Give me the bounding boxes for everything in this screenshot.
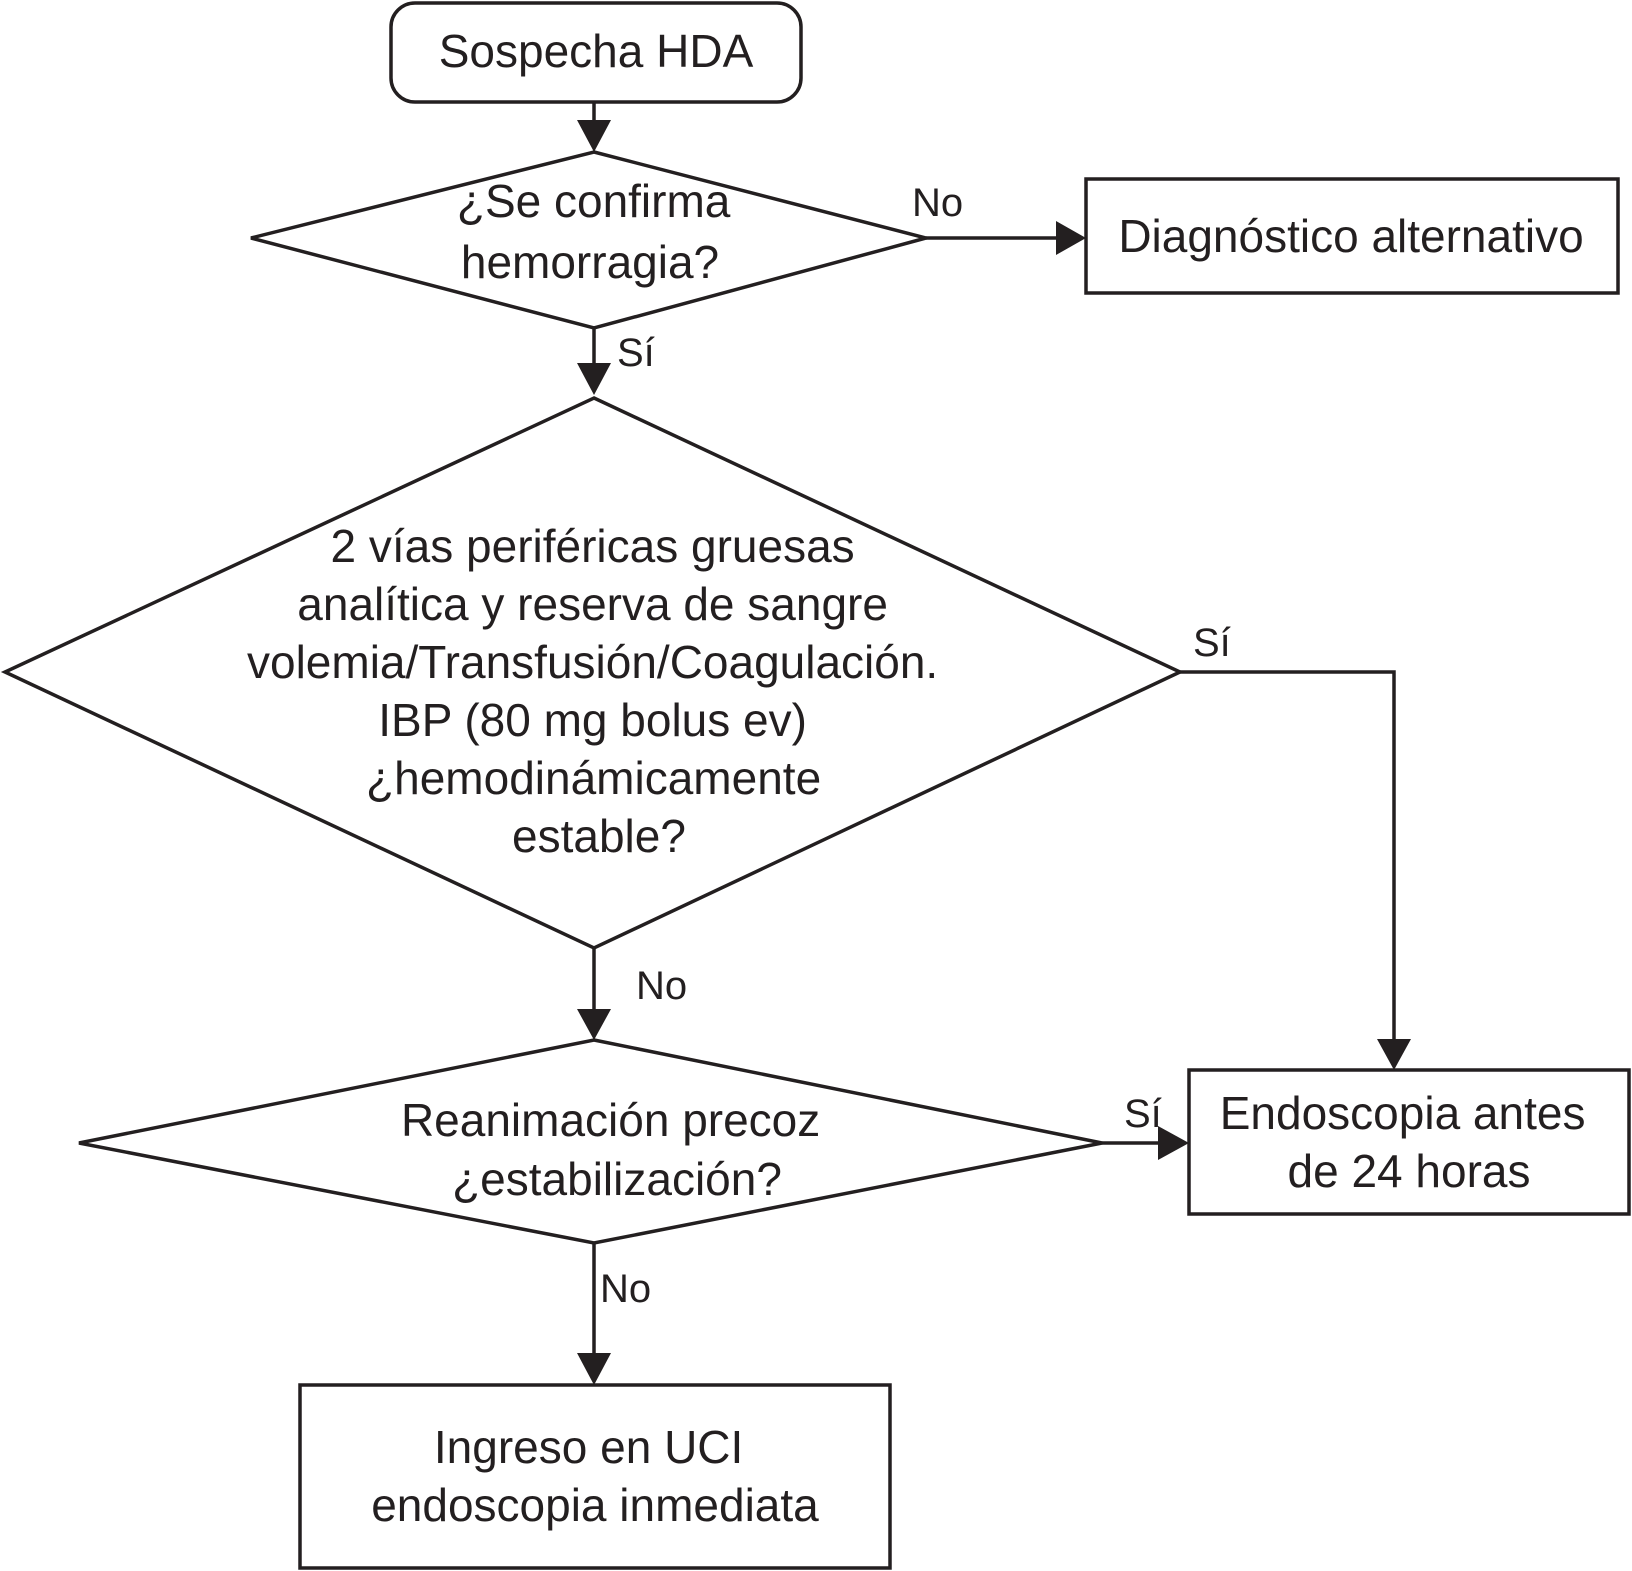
confirm-question: ¿Se confirma hemorragia? — [457, 175, 743, 288]
endoscopy-24h-label: Endoscopia antes de 24 horas — [1220, 1087, 1599, 1197]
resuscitation-yes-label: Sí — [1124, 1092, 1162, 1136]
stable-question-line: analítica y reserva de sangre — [297, 578, 888, 630]
start-label: Sospecha HDA — [439, 25, 754, 77]
arrowhead-stable-to-resuscitation — [577, 1009, 611, 1040]
arrowhead-confirm-to-alternative — [1056, 221, 1086, 255]
stable-question-line: volemia/Transfusión/Coagulación. — [247, 636, 938, 688]
confirm-question-line: ¿Se confirma — [457, 175, 731, 227]
confirm-yes-label: Sí — [617, 331, 655, 375]
icu-label: Ingreso en UCI endoscopia inmediata — [371, 1421, 819, 1531]
stable-question-line: estable? — [512, 810, 686, 862]
start-node — [389, 1, 803, 104]
icu-line: endoscopia inmediata — [371, 1479, 819, 1531]
start-label-line: Sospecha HDA — [439, 25, 754, 77]
resuscitation-question-line: Reanimación precoz — [401, 1094, 820, 1146]
stable-question-line: ¿hemodinámicamente — [366, 752, 821, 804]
endoscopy-24h-line: de 24 horas — [1288, 1145, 1531, 1197]
icu-box — [298, 1383, 892, 1570]
arrowhead-stable-to-endoscopy — [1377, 1039, 1411, 1070]
resuscitation-question: Reanimación precoz ¿estabilización? — [401, 1094, 833, 1205]
stable-question: 2 vías periféricas gruesas analítica y r… — [247, 520, 951, 862]
confirm-question-line: hemorragia? — [461, 236, 719, 288]
stable-question-line: 2 vías periféricas gruesas — [331, 520, 855, 572]
alternative-diagnosis-line: Diagnóstico alternativo — [1118, 210, 1583, 262]
icu-line: Ingreso en UCI — [434, 1421, 743, 1473]
stable-no-label: No — [636, 964, 687, 1008]
confirm-decision — [250, 150, 933, 330]
connector-stable-to-endoscopy — [1180, 670, 1396, 1039]
alternative-diagnosis-box — [1084, 177, 1620, 295]
endoscopy-24h-box — [1187, 1068, 1631, 1216]
arrowhead-resuscitation-to-icu — [577, 1353, 611, 1385]
stable-yes-label: Sí — [1193, 621, 1231, 665]
alternative-diagnosis-label: Diagnóstico alternativo — [1118, 210, 1583, 262]
stable-decision — [0, 396, 1185, 950]
resuscitation-decision — [78, 1038, 1103, 1245]
confirm-no-label: No — [912, 181, 963, 225]
endoscopy-24h-line: Endoscopia antes — [1220, 1087, 1586, 1139]
resuscitation-question-line: ¿estabilización? — [452, 1153, 782, 1205]
arrowhead-start-to-confirm — [577, 120, 611, 152]
stable-question-line: IBP (80 mg bolus ev) — [378, 694, 807, 746]
arrowhead-resuscitation-to-endoscopy — [1158, 1126, 1189, 1160]
resuscitation-no-label: No — [600, 1267, 651, 1311]
arrowhead-confirm-to-stable — [577, 363, 611, 395]
